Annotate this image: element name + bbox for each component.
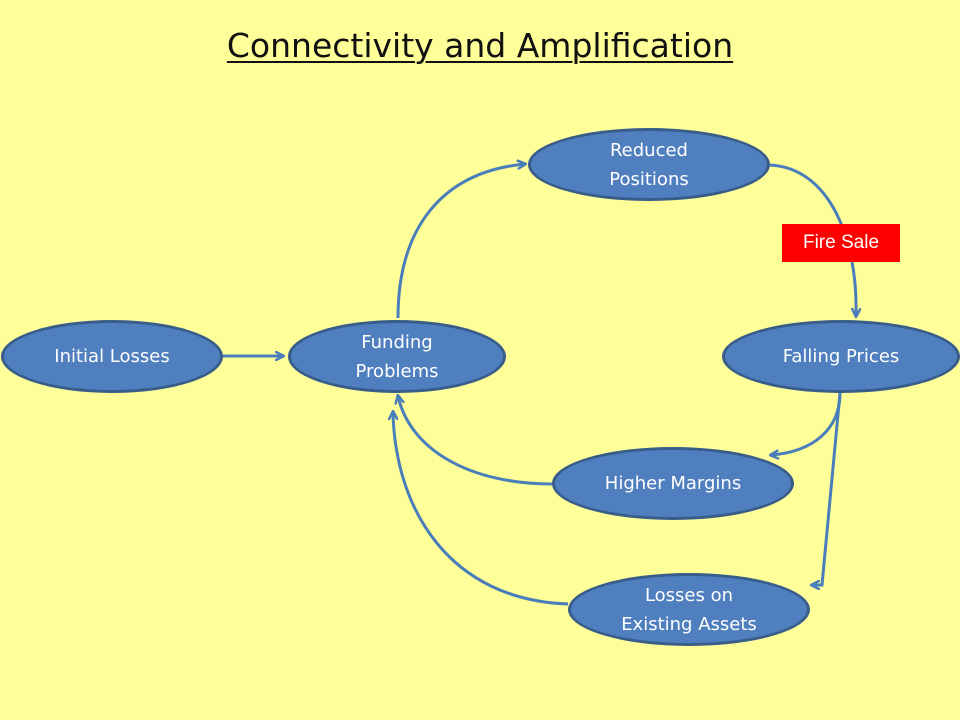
node-label: Losses on Existing Assets [621, 581, 757, 639]
node-label-line: Existing Assets [621, 613, 757, 635]
node-label-line: Funding [361, 331, 433, 353]
arrow-funding-to-reduced [396, 164, 525, 319]
node-label: Initial Losses [54, 342, 169, 371]
node-funding-problems: Funding Problems [288, 320, 506, 393]
node-label: Higher Margins [605, 469, 741, 498]
node-initial-losses: Initial Losses [1, 320, 223, 393]
node-label-line: Initial Losses [54, 346, 170, 367]
node-label: Falling Prices [783, 342, 900, 371]
node-label-line: Higher Margins [604, 473, 742, 494]
arrow-margins-to-funding [398, 396, 553, 486]
arrow-reduced-to-falling [769, 163, 856, 316]
arrow-falling-to-margins [771, 392, 842, 455]
node-losses-existing-assets: Losses on Existing Assets [568, 573, 810, 646]
arrow-falling-to-assets [812, 392, 842, 585]
node-label-line: Falling Prices [782, 346, 900, 367]
node-label-line: Reduced [609, 139, 688, 161]
node-label-line: Losses on [644, 584, 734, 606]
arrow-assets-to-funding [393, 412, 569, 606]
node-reduced-positions: Reduced Positions [528, 128, 770, 201]
node-label: Funding Problems [356, 328, 439, 386]
node-label: Reduced Positions [609, 136, 688, 194]
node-falling-prices: Falling Prices [722, 320, 960, 393]
slide-title: Connectivity and Amplification [226, 26, 734, 65]
fire-sale-label: Fire Sale [782, 224, 900, 262]
node-label-line: Problems [355, 360, 439, 382]
node-higher-margins: Higher Margins [552, 447, 794, 520]
node-label-line: Positions [609, 168, 689, 190]
